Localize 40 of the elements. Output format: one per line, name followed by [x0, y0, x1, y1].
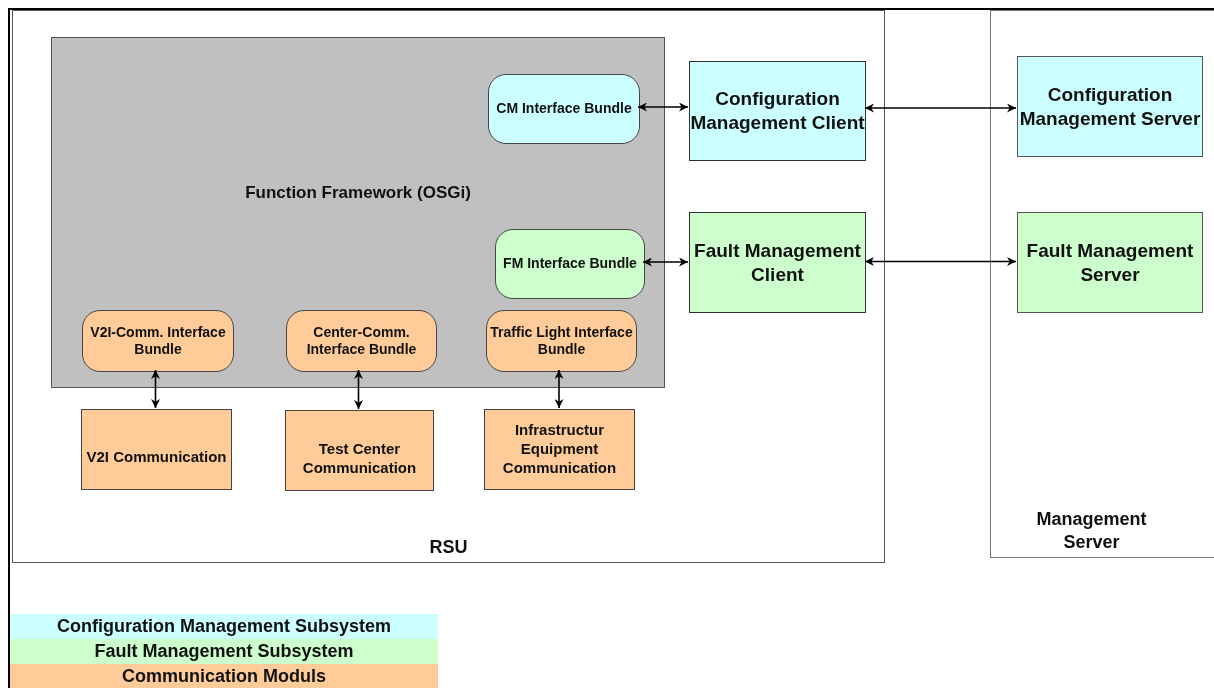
bundle-box [488, 74, 640, 144]
node-label: Fault Management Client [693, 238, 862, 287]
server-box [1017, 212, 1203, 313]
double-arrow [637, 102, 689, 112]
node-label: FM Interface Bundle [503, 255, 637, 273]
node-label: V2I Communication [86, 448, 227, 467]
bundle-box [286, 310, 437, 372]
node-label: RSU [429, 535, 468, 558]
node-label: Test Center Communication [301, 439, 418, 478]
node-label: V2I-Comm. Interface Bundle [89, 323, 227, 359]
double-arrow [151, 369, 160, 409]
double-arrow [864, 103, 1017, 113]
server-box [1017, 56, 1203, 157]
client-box [689, 61, 866, 161]
legend-label: Configuration Management Subsystem [56, 615, 391, 638]
double-arrow [554, 369, 564, 409]
module-box [484, 409, 635, 490]
bundle-box [82, 310, 234, 372]
double-arrow [642, 257, 689, 267]
double-arrow [864, 257, 1017, 266]
node-label: Configuration Management Client [690, 87, 865, 135]
client-box [689, 212, 866, 313]
legend-label: Communication Moduls [122, 665, 326, 688]
server-container-box [990, 10, 1214, 558]
bundle-box [495, 229, 645, 299]
node-label: Center-Comm. Interface Bundle [305, 323, 418, 359]
module-box [285, 410, 434, 491]
node-label: CM Interface Bundle [496, 100, 632, 118]
node-label: Function Framework (OSGi) [245, 181, 471, 204]
node-label: Fault Management Server [1025, 238, 1195, 287]
container-box [12, 10, 885, 563]
module-box [81, 409, 232, 490]
node-label: Infrastructur Equipment Communication [501, 421, 618, 478]
node-label: Configuration Management Server [1018, 82, 1202, 131]
node-label: Traffic Light Interface Bundle [489, 323, 634, 359]
framework-box [51, 37, 665, 388]
double-arrow [354, 369, 363, 410]
legend-label: Fault Management Subsystem [94, 640, 354, 663]
node-label: Management Server [1035, 508, 1148, 553]
bundle-box [486, 310, 637, 372]
